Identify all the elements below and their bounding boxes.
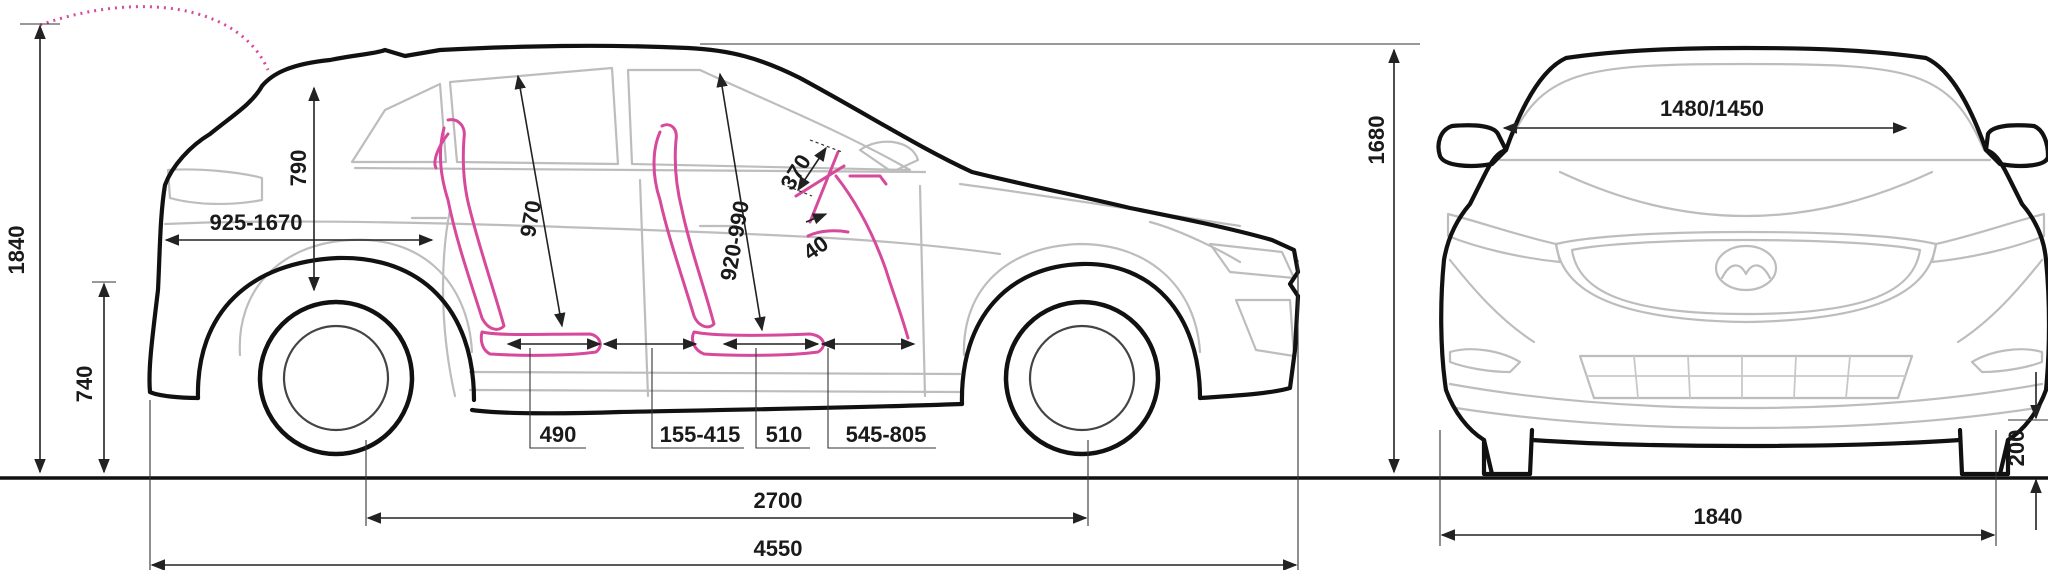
dim-wheelbase: 2700 — [754, 488, 803, 513]
dim-couple-distance: 155-415 — [660, 422, 741, 447]
front-body-outline — [1439, 45, 2048, 477]
front-lower-apron — [1529, 437, 1963, 449]
dim-overall-height: 1840 — [4, 226, 29, 275]
front-body-details — [1446, 62, 2046, 430]
dim-overall-length: 4550 — [754, 536, 803, 561]
side-view: 1840 740 790 925-1670 970 920-990 370 40… — [4, 5, 1420, 570]
side-rear-bumper — [147, 389, 201, 401]
side-rocker — [469, 401, 965, 416]
dim-front-cushion: 510 — [766, 422, 803, 447]
side-rear-arch — [195, 255, 477, 403]
dim-roof-height: 1680 — [1364, 116, 1389, 165]
front-view: 1480/1450 1840 200 — [1436, 45, 2048, 546]
front-left-mirror — [1436, 123, 1509, 168]
front-right-tyre — [1957, 427, 2011, 477]
front-left-tyre — [1481, 427, 1535, 477]
side-front-arch — [959, 261, 1203, 407]
front-dimension-lines — [1439, 122, 2048, 546]
dim-tread: 1480/1450 — [1660, 96, 1764, 121]
dim-rear-cushion: 490 — [540, 422, 577, 447]
side-dimension-lines — [20, 23, 1420, 570]
side-rear-wheel — [257, 299, 415, 457]
dim-overall-width: 1840 — [1694, 504, 1743, 529]
mazda-logo-icon — [1714, 244, 1778, 292]
dim-liftgate-height: 790 — [286, 150, 311, 187]
side-body-details — [163, 66, 1296, 398]
dim-hip-point-height: 740 — [72, 366, 97, 403]
side-body-outline — [147, 43, 1301, 401]
dim-ground-clearance: 200 — [2004, 430, 2029, 467]
front-right-mirror — [1983, 123, 2048, 168]
dim-front-legroom: 545-805 — [846, 422, 927, 447]
dim-front-headroom: 970 — [515, 198, 546, 239]
interior-seats — [433, 118, 910, 357]
dim-cargo-length: 925-1670 — [210, 210, 303, 235]
liftgate-arc — [39, 5, 270, 71]
side-front-wheel — [1003, 299, 1161, 457]
